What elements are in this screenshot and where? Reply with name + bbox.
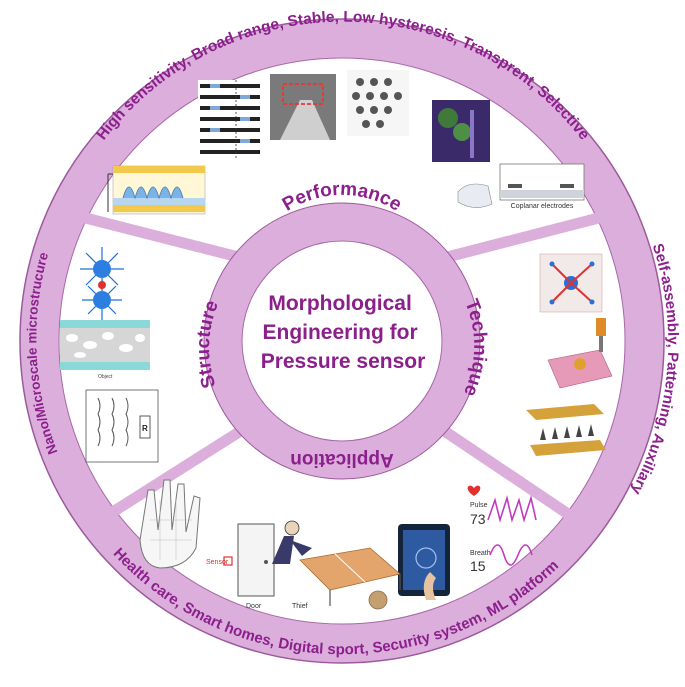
figure-ping-pong-table (299, 547, 401, 610)
label-thief: Thief (292, 603, 308, 610)
label-breath: Breath (470, 550, 491, 557)
figure-coplanar-electrodes: Coplanar electrodes (457, 163, 585, 210)
figure-door-thief: Sensor Door Thief (206, 520, 312, 610)
figure-stripe-electrodes (198, 80, 262, 160)
figure-glove-sensor (139, 479, 201, 569)
inner-label-application: Application (290, 449, 393, 470)
figure-plant-photo (432, 100, 490, 162)
figure-tablet-touch (398, 524, 450, 600)
center-title: Morphological Engineering for Pressure s… (261, 292, 426, 373)
figure-porous-layer: Object (60, 320, 150, 380)
figure-circuit-springs: R (85, 389, 159, 463)
center-title-line-2: Engineering for (262, 321, 417, 344)
value-breath: 15 (470, 558, 486, 574)
figure-lattice-3d (347, 70, 409, 136)
figure-auxiliary-layers (526, 404, 606, 456)
figure-patterning-nozzle (547, 318, 613, 389)
center-title-line-3: Pressure sensor (261, 350, 426, 373)
label-sensor: Sensor (206, 559, 229, 566)
figure-sem-pyramid (270, 74, 336, 140)
figure-self-assembly-grid (539, 253, 603, 313)
label-pulse: Pulse (470, 502, 488, 509)
figure-spiky-spheres (80, 247, 124, 320)
label-object: Object (98, 374, 113, 380)
center-disc (241, 240, 443, 442)
spoke-dividers (64, 207, 620, 527)
label-resistor: R (142, 424, 148, 433)
label-coplanar-electrodes: Coplanar electrodes (511, 203, 574, 210)
label-door: Door (246, 603, 262, 610)
center-title-line-1: Morphological (268, 292, 412, 315)
figure-vital-signs: Pulse 73 Breath 15 (467, 485, 537, 574)
value-pulse: 73 (470, 511, 486, 527)
figure-interdigital-layers (107, 165, 206, 215)
